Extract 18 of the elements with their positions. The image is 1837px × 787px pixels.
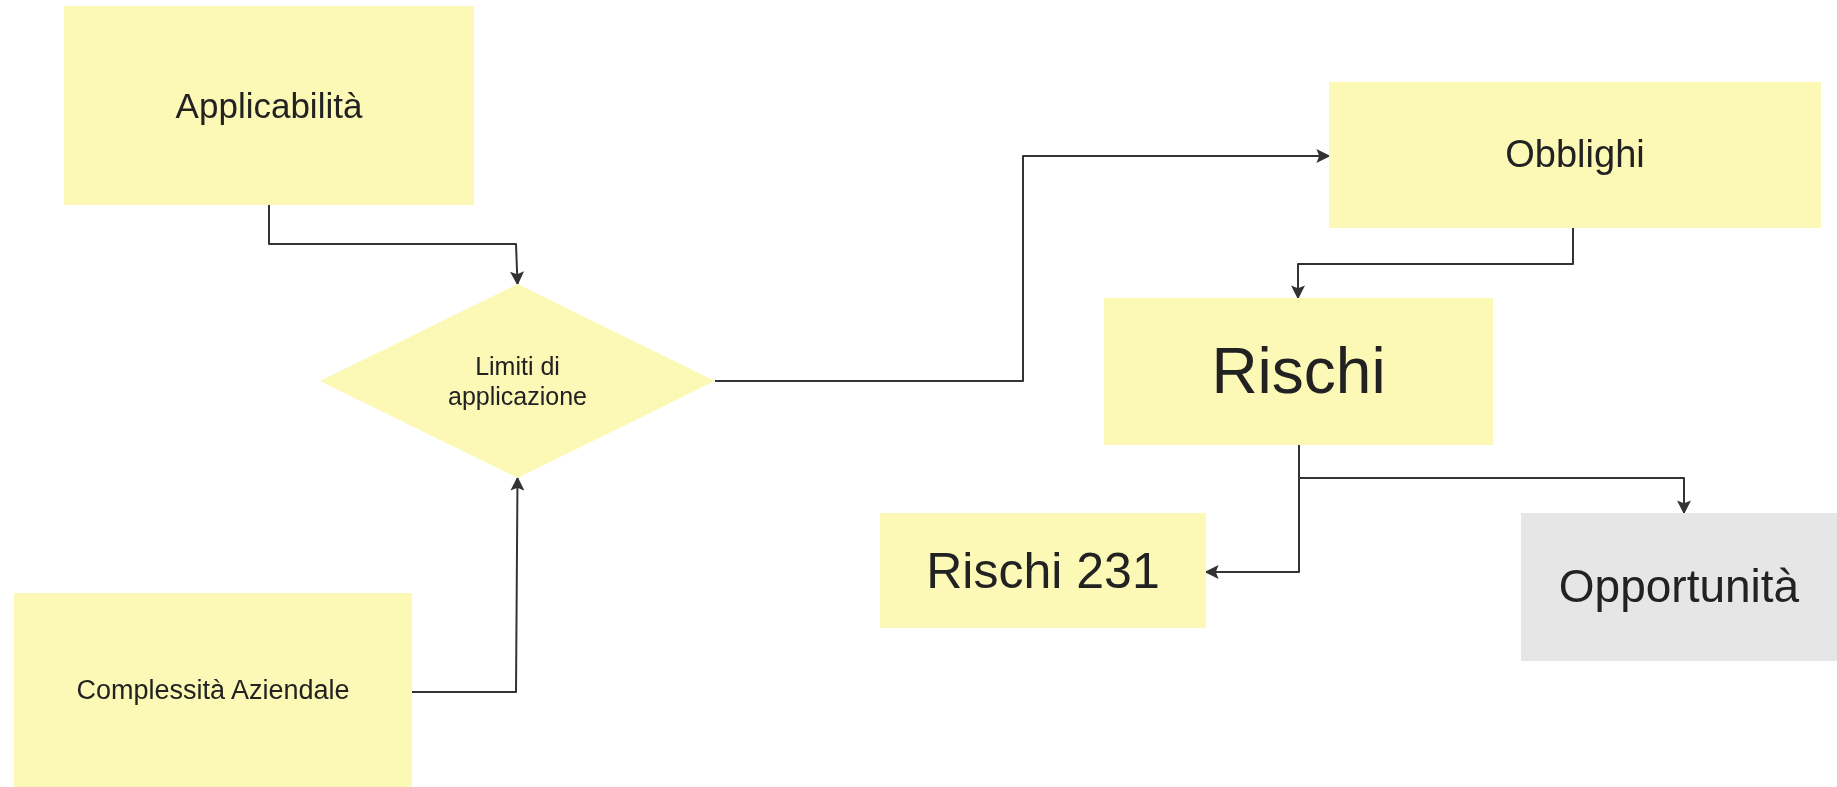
- decision-diamond: [320, 284, 715, 478]
- node-label: Applicabilità: [175, 84, 363, 127]
- node-label: Limiti di applicazione: [447, 351, 588, 411]
- process-box: [14, 593, 412, 787]
- process-box: [1104, 298, 1493, 445]
- process-box: [64, 6, 474, 205]
- process-box: [880, 513, 1206, 628]
- node-label: Complessità Aziendale: [76, 673, 350, 707]
- process-box: [1329, 82, 1821, 228]
- arrow: [714, 149, 1331, 382]
- node-label: Opportunità: [1558, 559, 1800, 615]
- node-label: Rischi: [1211, 334, 1386, 410]
- arrow: [1291, 227, 1574, 300]
- node-label: Rischi 231: [926, 541, 1160, 601]
- arrow: [411, 476, 525, 693]
- process-box: [1521, 513, 1837, 661]
- node-label: Obblighi: [1505, 132, 1645, 178]
- arrow: [268, 204, 524, 286]
